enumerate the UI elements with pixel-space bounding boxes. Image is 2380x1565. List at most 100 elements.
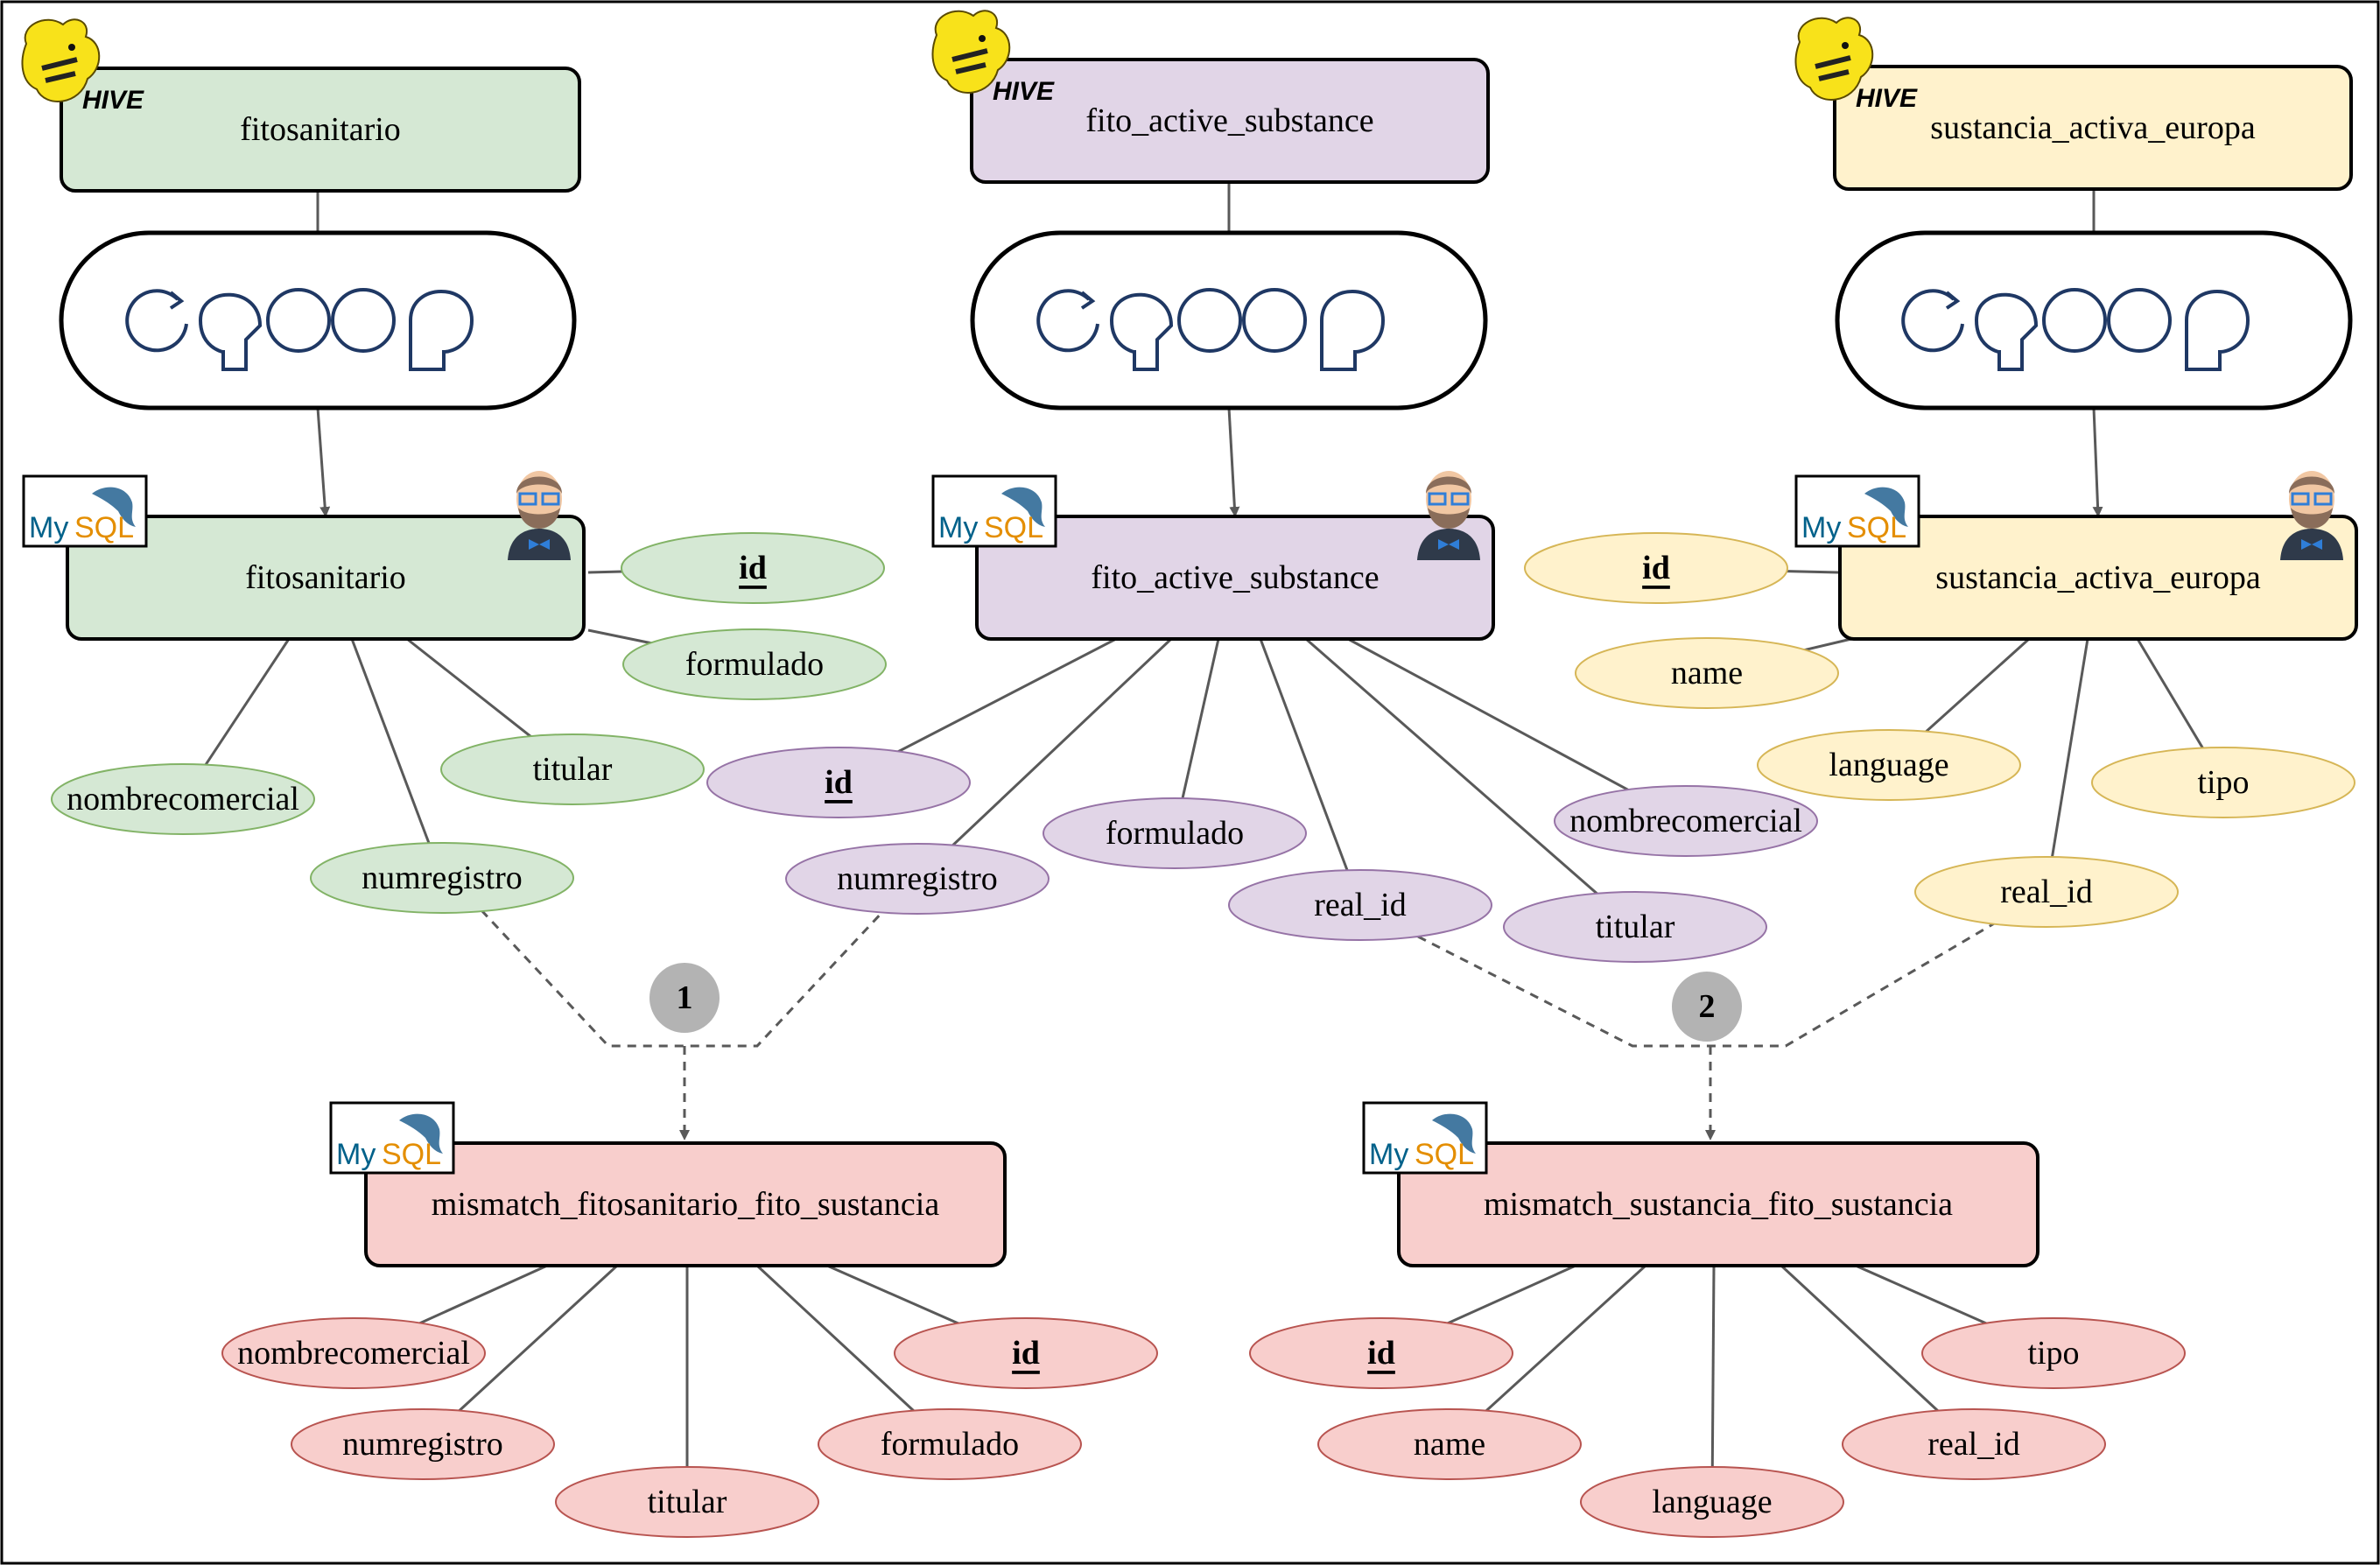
attribute-language[interactable]: language bbox=[1580, 1466, 1844, 1538]
attribute-id-shape bbox=[1524, 532, 1788, 604]
attribute-id-shape bbox=[1249, 1317, 1513, 1389]
attribute-numregistro-shape bbox=[310, 842, 574, 914]
attribute-language-shape bbox=[1757, 729, 2021, 801]
mismatch-table[interactable]: mismatch_fitosanitario_fito_sustancia bbox=[364, 1141, 1007, 1267]
attribute-formulado[interactable]: formulado bbox=[622, 628, 887, 700]
attribute-language[interactable]: language bbox=[1757, 729, 2021, 801]
mysql-table[interactable]: fito_active_substance bbox=[975, 515, 1495, 641]
attribute-formulado-shape bbox=[622, 628, 887, 700]
join-2-marker: 2 bbox=[1672, 972, 1742, 1042]
hive-bee-eye bbox=[68, 44, 75, 51]
sqoop-logo bbox=[59, 230, 577, 411]
attribute-formulado[interactable]: formulado bbox=[1043, 797, 1307, 869]
sqoop-arrowhead bbox=[1080, 291, 1096, 310]
avatar-hair bbox=[2289, 476, 2334, 494]
attribute-formulado-label: formulado bbox=[881, 1426, 1019, 1463]
attribute-nombrecomercial-shape bbox=[221, 1317, 486, 1389]
attribute-name[interactable]: name bbox=[1575, 637, 1839, 709]
attribute-real_id-shape bbox=[1228, 869, 1492, 941]
hive-table[interactable]: fitosanitario bbox=[60, 67, 581, 193]
sqoop-logo bbox=[1835, 230, 2353, 411]
attribute-tipo-label: tipo bbox=[2027, 1335, 2079, 1372]
sqoop-letter-o1 bbox=[2042, 288, 2107, 353]
developer-avatar bbox=[2280, 471, 2343, 560]
mysql-table[interactable]: fitosanitario bbox=[66, 515, 586, 641]
mysql-table[interactable]: sustancia_activa_europa bbox=[1838, 515, 2358, 641]
avatar-beard bbox=[518, 508, 560, 529]
attribute-nombrecomercial[interactable]: nombrecomercial bbox=[1554, 785, 1818, 857]
attribute-numregistro[interactable]: numregistro bbox=[310, 842, 574, 914]
sqoop-letter-o1 bbox=[1177, 288, 1242, 353]
mysql-logo-my: My bbox=[336, 1138, 376, 1171]
attribute-titular[interactable]: titular bbox=[440, 733, 705, 805]
attribute-titular[interactable]: titular bbox=[1503, 891, 1767, 963]
attribute-titular-label: titular bbox=[648, 1484, 727, 1520]
mysql-dolphin bbox=[399, 1113, 443, 1154]
attribute-formulado-shape bbox=[818, 1408, 1082, 1480]
attribute-id[interactable]: id bbox=[894, 1317, 1158, 1389]
avatar-hair bbox=[516, 476, 562, 494]
hive-bee-shape bbox=[931, 10, 1011, 94]
attribute-titular[interactable]: titular bbox=[555, 1466, 819, 1538]
attribute-name-shape bbox=[1317, 1408, 1582, 1480]
attribute-id[interactable]: id bbox=[706, 747, 971, 818]
attribute-real_id[interactable]: real_id bbox=[1914, 856, 2179, 928]
attribute-real_id[interactable]: real_id bbox=[1228, 869, 1492, 941]
hive-table[interactable]: fito_active_substance bbox=[970, 58, 1490, 184]
hive-table-box bbox=[1833, 65, 2353, 191]
attribute-id-label: id bbox=[1012, 1335, 1040, 1372]
mysql-logo-my: My bbox=[29, 511, 68, 544]
attribute-id[interactable]: id bbox=[1524, 532, 1788, 604]
attribute-formulado[interactable]: formulado bbox=[818, 1408, 1082, 1480]
hive-table[interactable]: sustancia_activa_europa bbox=[1833, 65, 2353, 191]
attribute-id[interactable]: id bbox=[621, 532, 885, 604]
attribute-titular-shape bbox=[440, 733, 705, 805]
mismatch-table-box bbox=[364, 1141, 1007, 1267]
mysql-dolphin bbox=[1001, 487, 1045, 527]
hive-table-box bbox=[970, 58, 1490, 184]
attribute-name-label: name bbox=[1414, 1426, 1485, 1463]
avatar-glasses-left bbox=[2291, 492, 2310, 506]
attribute-tipo-shape bbox=[2091, 747, 2355, 818]
attribute-language-shape bbox=[1580, 1466, 1844, 1538]
attribute-edge bbox=[916, 637, 1173, 881]
attribute-name-label: name bbox=[1671, 655, 1743, 691]
attribute-nombrecomercial[interactable]: nombrecomercial bbox=[51, 763, 315, 835]
attribute-nombrecomercial-shape bbox=[1554, 785, 1818, 857]
attribute-real_id[interactable]: real_id bbox=[1842, 1408, 2106, 1480]
attribute-formulado-label: formulado bbox=[1106, 815, 1244, 852]
mismatch-table[interactable]: mismatch_sustancia_fito_sustancia bbox=[1397, 1141, 2039, 1267]
mysql-table-box bbox=[66, 515, 586, 641]
join-circle bbox=[649, 963, 720, 1033]
attribute-name[interactable]: name bbox=[1317, 1408, 1582, 1480]
attribute-numregistro[interactable]: numregistro bbox=[785, 843, 1050, 915]
join-number: 2 bbox=[1699, 988, 1716, 1025]
attribute-id-shape bbox=[706, 747, 971, 818]
attribute-nombrecomercial[interactable]: nombrecomercial bbox=[221, 1317, 486, 1389]
mysql-logo-sql: SQL bbox=[74, 511, 134, 544]
attribute-formulado-shape bbox=[1043, 797, 1307, 869]
avatar-hair bbox=[1426, 476, 1471, 494]
attribute-tipo[interactable]: tipo bbox=[2091, 747, 2355, 818]
mismatch-table-label: mismatch_fitosanitario_fito_sustancia bbox=[432, 1186, 940, 1223]
hive-bee-stripes bbox=[41, 57, 78, 83]
attribute-id-label: id bbox=[825, 764, 853, 801]
mysql-logo-frame bbox=[22, 474, 148, 548]
attribute-numregistro-shape bbox=[291, 1408, 555, 1480]
mysql-table-label: sustancia_activa_europa bbox=[1935, 559, 2261, 596]
attribute-tipo[interactable]: tipo bbox=[1921, 1317, 2186, 1389]
attribute-id[interactable]: id bbox=[1249, 1317, 1513, 1389]
attribute-edge bbox=[1710, 1265, 1716, 1503]
mysql-logo-sql: SQL bbox=[382, 1138, 441, 1171]
hive-bee-shape bbox=[21, 18, 101, 102]
attribute-nombrecomercial-shape bbox=[51, 763, 315, 835]
mysql-dolphin bbox=[1432, 1113, 1476, 1154]
avatar-glasses-right bbox=[2313, 492, 2333, 506]
attribute-numregistro[interactable]: numregistro bbox=[291, 1408, 555, 1480]
attribute-real_id-label: real_id bbox=[2000, 874, 2093, 910]
mysql-table-label: fito_active_substance bbox=[1091, 559, 1379, 596]
